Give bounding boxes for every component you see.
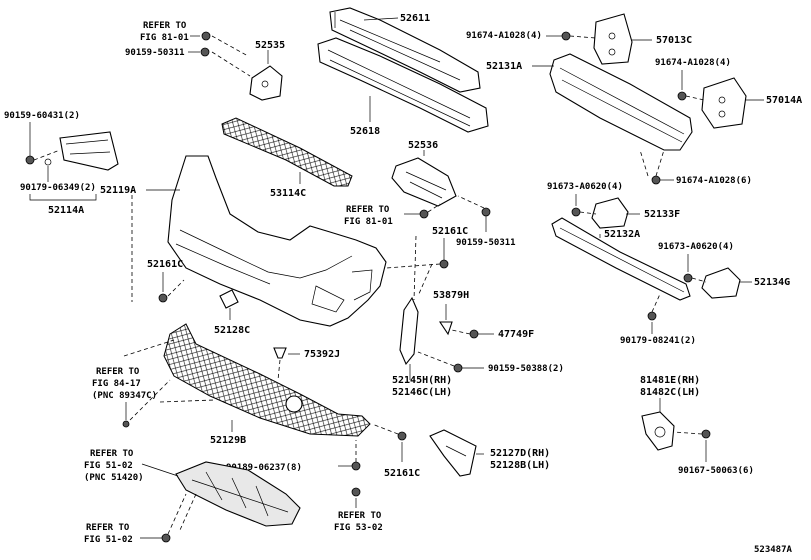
bolt-icon	[158, 293, 168, 303]
ref-fig-81-01-mid-line2[interactable]: FIG 81-01	[344, 217, 393, 227]
ref-fig-51-02-mid-line3[interactable]: (PNC 51420)	[84, 473, 144, 483]
bracket-52133F[interactable]	[591, 197, 629, 229]
bolt-icon	[200, 47, 210, 57]
ref-fig-81-01-top-line2[interactable]: FIG 81-01	[140, 33, 189, 43]
bolt-icon	[25, 155, 35, 165]
label-57013C: 57013C	[656, 35, 692, 46]
label-91674-A1028-right: 91674-A1028(4)	[655, 58, 731, 68]
label-52161C-left: 52161C	[147, 259, 183, 270]
energy-absorber-52618[interactable]	[317, 37, 489, 133]
ref-fig-51-02-mid-line2[interactable]: FIG 51-02	[84, 461, 133, 471]
upper-grille-53114C[interactable]	[221, 117, 353, 187]
label-90189-06237: 90189-06237(8)	[226, 463, 302, 473]
label-52129B: 52129B	[210, 435, 246, 446]
label-52132A: 52132A	[604, 229, 640, 240]
bolt-icon	[571, 207, 581, 217]
label-90159-60431: 90159-60431(2)	[4, 111, 80, 121]
label-90179-06349: 90179-06349(2)	[20, 183, 96, 193]
label-52535: 52535	[255, 40, 285, 51]
reinforcement-52132A[interactable]	[551, 217, 691, 301]
label-52114A: 52114A	[48, 205, 84, 216]
label-90159-50388: 90159-50388(2)	[488, 364, 564, 374]
label-52133F: 52133F	[644, 209, 680, 220]
clip-icon	[201, 31, 211, 41]
bracket-52127D[interactable]	[429, 429, 477, 477]
under-cover[interactable]	[175, 461, 301, 527]
bolt-icon	[677, 91, 687, 101]
label-91673-A0620-left: 91673-A0620(4)	[547, 182, 623, 192]
label-53114C: 53114C	[270, 188, 306, 199]
bolt-icon	[439, 259, 449, 269]
bolt-icon	[683, 273, 693, 283]
bolt-icon	[647, 311, 657, 321]
label-81481E: 81481E(RH)	[640, 375, 700, 386]
label-47749F: 47749F	[498, 329, 534, 340]
label-52134G: 52134G	[754, 277, 790, 288]
ref-fig-84-17-line3[interactable]: (PNC 89347C)	[92, 391, 157, 401]
clip-icon	[122, 420, 130, 428]
label-57014A: 57014A	[766, 95, 802, 106]
bolt-icon	[701, 429, 711, 439]
bracket-52536[interactable]	[391, 157, 457, 207]
bracket-57014A[interactable]	[701, 77, 747, 129]
label-52131A: 52131A	[486, 61, 522, 72]
label-52618: 52618	[350, 126, 380, 137]
label-91673-A0620-right: 91673-A0620(4)	[658, 242, 734, 252]
bracket-52134G[interactable]	[701, 267, 741, 299]
diagram-code: 523487A	[754, 545, 793, 555]
clip-icon	[469, 329, 479, 339]
label-52127D: 52127D(RH)	[490, 448, 550, 459]
ref-fig-84-17-line1[interactable]: REFER TO	[96, 367, 140, 377]
label-90167-50063: 90167-50063(6)	[678, 466, 754, 476]
side-support-52145H[interactable]	[399, 296, 419, 366]
label-52128B: 52128B(LH)	[490, 460, 550, 471]
ref-fig-53-02-line1[interactable]: REFER TO	[338, 511, 382, 521]
label-90159-50311-top: 90159-50311	[125, 48, 185, 58]
bolt-icon	[561, 31, 571, 41]
ref-fig-81-01-top-line1[interactable]: REFER TO	[143, 21, 187, 31]
fog-lamp-bracket-81481E[interactable]	[641, 411, 675, 451]
label-52536: 52536	[408, 140, 438, 151]
label-75392J: 75392J	[304, 349, 340, 360]
ref-fig-53-02-line2[interactable]: FIG 53-02	[334, 523, 383, 533]
tow-hook-cover-52128C[interactable]	[219, 289, 239, 309]
label-90159-50311-mid: 90159-50311	[456, 238, 516, 248]
bracket-57013C[interactable]	[593, 13, 633, 65]
bolt-icon	[453, 363, 463, 373]
license-bracket-52114A[interactable]	[59, 131, 119, 171]
label-52161C-top: 52161C	[432, 226, 468, 237]
clip-icon	[273, 347, 287, 359]
clip-icon	[351, 487, 361, 497]
label-91674-A1028-top: 91674-A1028(4)	[466, 31, 542, 41]
ref-fig-51-02-bottom-line1[interactable]: REFER TO	[86, 523, 130, 533]
label-52119A: 52119A	[100, 185, 136, 196]
label-52145H: 52145H(RH)	[392, 375, 452, 386]
reinforcement-52131A[interactable]	[549, 53, 693, 151]
ref-fig-84-17-line2[interactable]: FIG 84-17	[92, 379, 141, 389]
nut-icon	[351, 461, 361, 471]
label-52611: 52611	[400, 13, 430, 24]
clip-icon	[438, 321, 453, 336]
bumper-cover-52119A[interactable]	[167, 155, 387, 327]
label-52128C: 52128C	[214, 325, 250, 336]
ref-fig-51-02-bottom-line2[interactable]: FIG 51-02	[84, 535, 133, 545]
bolt-icon	[397, 431, 407, 441]
lower-grille-52129B[interactable]	[163, 323, 371, 437]
label-91674-A1028-6: 91674-A1028(6)	[676, 176, 752, 186]
bracket-52535[interactable]	[249, 65, 283, 101]
label-81482C: 81482C(LH)	[640, 387, 700, 398]
clip-icon	[419, 209, 429, 219]
ref-fig-51-02-mid-line1[interactable]: REFER TO	[90, 449, 134, 459]
bolt-icon	[481, 207, 491, 217]
ref-fig-81-01-mid-line1[interactable]: REFER TO	[346, 205, 390, 215]
label-52161C-bottom: 52161C	[384, 468, 420, 479]
clip-icon	[161, 533, 171, 543]
label-53879H: 53879H	[433, 290, 469, 301]
energy-absorber-52611[interactable]	[329, 7, 481, 93]
label-52146C: 52146C(LH)	[392, 387, 452, 398]
label-90179-08241: 90179-08241(2)	[620, 336, 696, 346]
bolt-icon	[651, 175, 661, 185]
